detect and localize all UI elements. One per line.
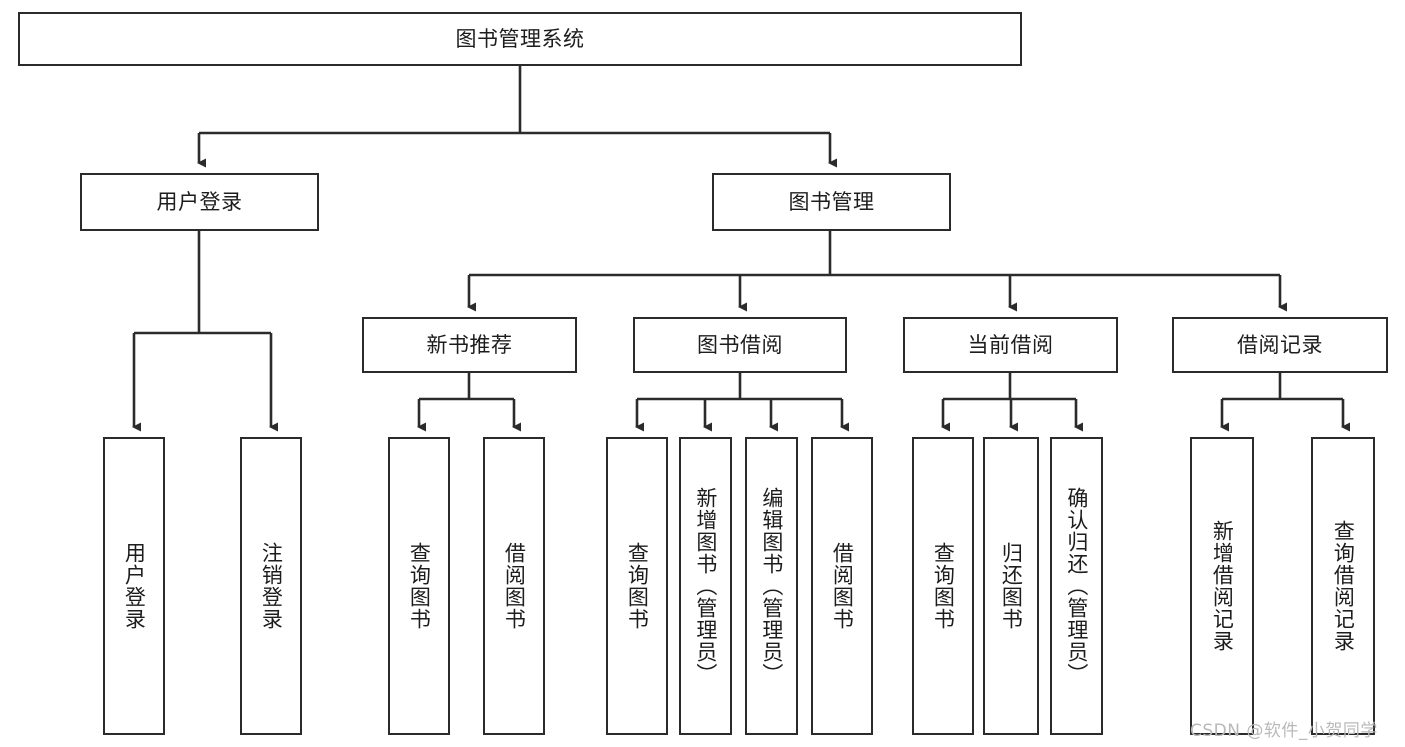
leaf-user-login[interactable]: 用户登录	[103, 437, 165, 735]
leaf-query-borrow-record[interactable]: 查询借阅记录	[1311, 437, 1375, 735]
node-new-book-recommend[interactable]: 新书推荐	[362, 317, 577, 373]
node-label: 图书管理	[788, 189, 875, 214]
node-label: 当前借阅	[967, 332, 1054, 357]
leaf-query-book-current[interactable]: 查询图书	[912, 437, 974, 735]
node-book-borrow[interactable]: 图书借阅	[633, 317, 847, 373]
node-label: 注销登录	[259, 542, 284, 630]
node-label: 新增图书（管理员）	[693, 487, 718, 685]
leaf-add-book-admin[interactable]: 新增图书（管理员）	[679, 437, 732, 735]
node-current-borrow[interactable]: 当前借阅	[903, 317, 1118, 373]
node-label: 编辑图书（管理员）	[759, 487, 784, 685]
node-user-login[interactable]: 用户登录	[80, 173, 319, 231]
node-label: 查询借阅记录	[1331, 520, 1356, 652]
leaf-borrow-book[interactable]: 借阅图书	[811, 437, 873, 735]
node-label: 查询图书	[625, 542, 650, 630]
leaf-logout[interactable]: 注销登录	[240, 437, 302, 735]
node-label: 归还图书	[999, 542, 1024, 630]
leaf-query-book-borrow[interactable]: 查询图书	[606, 437, 668, 735]
node-book-management[interactable]: 图书管理	[712, 173, 951, 231]
leaf-confirm-return-admin[interactable]: 确认归还（管理员）	[1050, 437, 1103, 735]
node-label: 借阅图书	[830, 542, 855, 630]
csdn-watermark: CSDN @软件_小贺同学	[1190, 721, 1378, 741]
leaf-query-book-recommend[interactable]: 查询图书	[388, 437, 450, 735]
node-label: 图书管理系统	[455, 26, 585, 51]
node-label: 用户登录	[122, 542, 147, 630]
node-label: 新增借阅记录	[1210, 520, 1235, 652]
node-borrow-record[interactable]: 借阅记录	[1172, 317, 1388, 373]
leaf-add-borrow-record[interactable]: 新增借阅记录	[1190, 437, 1254, 735]
node-label: 用户登录	[156, 189, 243, 214]
node-label: 查询图书	[407, 542, 432, 630]
node-root-system[interactable]: 图书管理系统	[18, 12, 1022, 66]
node-label: 借阅记录	[1237, 332, 1323, 357]
node-label: 借阅图书	[502, 542, 527, 630]
node-label: 查询图书	[931, 542, 956, 630]
leaf-edit-book-admin[interactable]: 编辑图书（管理员）	[745, 437, 798, 735]
leaf-return-book[interactable]: 归还图书	[983, 437, 1039, 735]
node-label: 新书推荐	[426, 332, 513, 357]
leaf-borrow-book-recommend[interactable]: 借阅图书	[483, 437, 545, 735]
node-label: 图书借阅	[697, 332, 783, 357]
node-label: 确认归还（管理员）	[1064, 487, 1089, 685]
